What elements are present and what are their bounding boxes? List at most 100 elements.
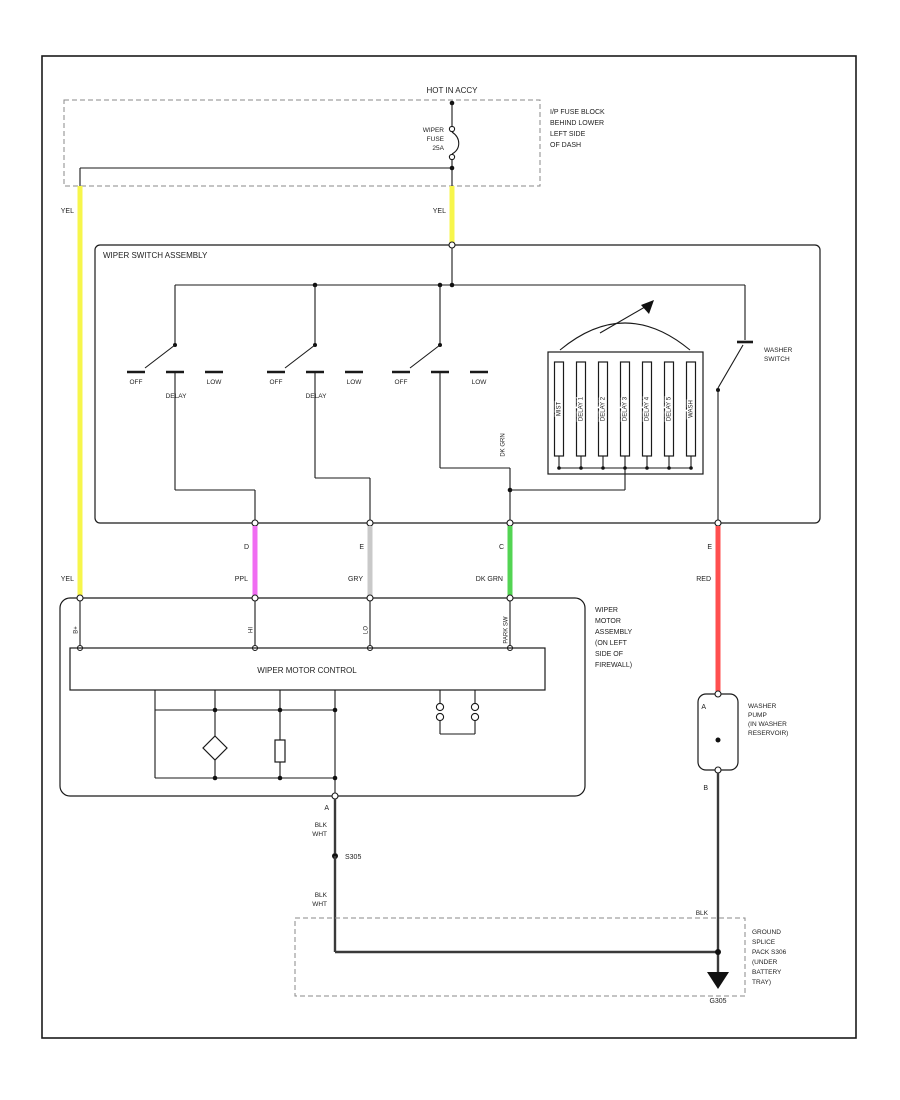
motor-terminal-label: PARK SW [504, 616, 510, 644]
sw3-off-label: OFF [395, 379, 408, 386]
hot-in-accy-label: HOT IN ACCY [427, 86, 479, 95]
blkwht-label-2a: BLK [315, 892, 328, 899]
pump-note-1: WASHER [748, 703, 777, 710]
ground-note-5: BATTERY [752, 969, 782, 976]
resistor-label: WASH [689, 400, 695, 418]
branch-dot [449, 165, 455, 171]
yel-left-label-2: YEL [61, 576, 74, 583]
resistor-label: DELAY 5 [667, 396, 673, 421]
blkwht-label-2b: WHT [312, 901, 327, 908]
blk-label: BLK [696, 910, 709, 917]
blkwht-label-1a: BLK [315, 822, 328, 829]
fuse-block-note-3: LEFT SIDE [550, 131, 586, 138]
ground-splice-pack: G305 GROUND SPLICE PACK S306 (UNDER BATT… [294, 917, 787, 1005]
wiper-switch-2: OFF LOW DELAY [267, 285, 363, 478]
wiper-motor-assembly-box [59, 597, 586, 797]
washer-arm [717, 344, 744, 389]
sw2-delay-label: DELAY [306, 393, 327, 400]
selector-wiper [599, 303, 651, 334]
sw2-off-label: OFF [270, 379, 283, 386]
wiper-switch-3: OFF LOW [392, 285, 488, 468]
int-dot [332, 775, 338, 781]
sw1-delay-label: DELAY [166, 393, 187, 400]
washer-pump: A WASHER PUMP (IN WASHER RESERVOIR) B BL… [696, 690, 788, 972]
wiper-switch-assembly-title: WIPER SWITCH ASSEMBLY [103, 251, 208, 260]
selector-arc [559, 322, 691, 351]
resistor-label: DELAY 1 [579, 396, 585, 421]
resistor-label: DELAY 4 [645, 396, 651, 421]
resistor-dot [557, 466, 561, 470]
diagram-border [41, 55, 857, 1039]
fuse-terminal-bottom [448, 153, 456, 161]
ground-symbol-icon [707, 972, 729, 989]
resistor-label: DELAY 2 [601, 396, 607, 421]
fuse-section: HOT IN ACCY WIPER FUSE 25A I/P FUSE BLOC… [63, 86, 605, 187]
sw3-arm [409, 344, 441, 369]
motor-connector-dkgrn [506, 594, 514, 602]
connector-red [714, 519, 722, 527]
yel-main-label: YEL [433, 208, 446, 215]
blkwht-label-1b: WHT [312, 831, 327, 838]
fuse-label-1: WIPER [423, 127, 445, 134]
brush-contact [470, 702, 480, 712]
connector-gry [366, 519, 374, 527]
resistor-label: MIST [557, 402, 563, 417]
pump-motor-dot [715, 737, 721, 743]
switch-internal-nets [175, 467, 513, 523]
motor-ground-connector [331, 792, 339, 800]
rotated-wire-label: DK GRN [501, 433, 507, 456]
wiper-motor-control-label: WIPER MOTOR CONTROL [257, 666, 357, 675]
pump-note-2: PUMP [748, 712, 767, 719]
motor-note-6: FIREWALL) [595, 662, 632, 669]
resistor-dot [667, 466, 671, 470]
resistor-label: DELAY 3 [623, 396, 629, 421]
int-dot [277, 775, 283, 781]
park-switch-diamond [202, 735, 228, 761]
wiper-switch-1: OFF LOW DELAY [127, 285, 223, 490]
fuse-block-note-2: BEHIND LOWER [550, 120, 604, 127]
ground-note-2: SPLICE [752, 939, 776, 946]
motor-connector-yel [76, 594, 84, 602]
fuse-block-dashed-box [63, 99, 541, 187]
sw1-off-label: OFF [130, 379, 143, 386]
pin-pump-out: B [703, 785, 708, 792]
ground-note-6: TRAY) [752, 979, 771, 986]
pump-out-connector [714, 766, 722, 774]
pin-motor-out: A [324, 805, 329, 812]
pump-note-3: (IN WASHER [748, 721, 787, 728]
resistor-dot [601, 466, 605, 470]
pump-in-connector [714, 690, 722, 698]
ground-note-3: PACK S306 [752, 949, 787, 956]
motor-ground-path: A BLK WHT S305 BLK WHT [312, 799, 361, 952]
resistor-dot [579, 466, 583, 470]
motor-terminal-label: HI [249, 627, 255, 633]
int-dot [277, 707, 283, 713]
motor-note-3: ASSEMBLY [595, 629, 633, 636]
fuse-label-2: FUSE [427, 136, 445, 143]
washer-switch: WASHER SWITCH [716, 285, 793, 523]
fuse-label-3: 25A [432, 145, 444, 152]
motor-note-2: MOTOR [595, 618, 621, 625]
motor-terminal-label: B+ [74, 626, 80, 634]
yel-left-label: YEL [61, 208, 74, 215]
washer-switch-label-1: WASHER [764, 347, 793, 354]
ground-note-1: GROUND [752, 929, 781, 936]
pin-ppl: D [244, 544, 249, 551]
pin-pump-in: A [701, 704, 706, 711]
ground-junction-dot [715, 949, 721, 955]
sw1-low-label: LOW [207, 379, 223, 386]
int-dot [212, 775, 218, 781]
fuse-terminal-top [448, 125, 456, 133]
sw2-arm [284, 344, 316, 369]
sw1-arm [144, 344, 176, 369]
delay-resistor-pack: MIST DELAY 1 DELAY 2 DELAY 3 DELAY 4 DEL… [501, 300, 704, 491]
red-label: RED [696, 576, 711, 583]
fuse-element [451, 131, 460, 155]
pump-note-4: RESERVOIR) [748, 730, 788, 737]
motor-connector-ppl [251, 594, 259, 602]
s305-label: S305 [345, 854, 361, 861]
bus-dot [449, 282, 455, 288]
brush-contact [470, 712, 480, 722]
brush-contact [435, 712, 445, 722]
